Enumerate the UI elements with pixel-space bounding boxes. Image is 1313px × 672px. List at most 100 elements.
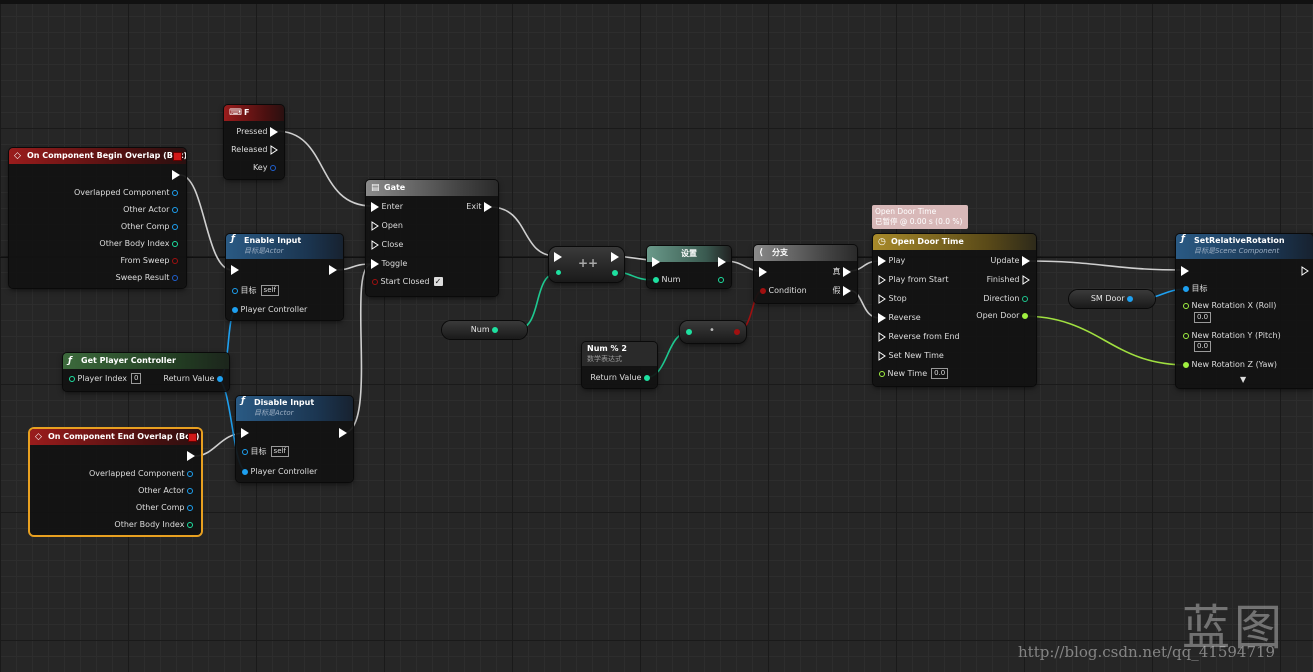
set-rotation-pitch-pin[interactable]: New Rotation Y (Pitch) — [1183, 330, 1281, 342]
gate-open-pin[interactable]: Open — [371, 220, 403, 232]
gate-close-pin[interactable]: Close — [371, 239, 403, 251]
timeline-reverse-from-end-pin[interactable]: Reverse from End — [878, 331, 960, 343]
gate-exit-pin[interactable]: Exit — [466, 201, 492, 213]
pitch-value-field[interactable]: 0.0 — [1194, 341, 1212, 353]
set-rotation-roll-pin[interactable]: New Rotation X (Roll) — [1183, 300, 1276, 312]
pin-other-body-index[interactable]: Other Body Index — [99, 238, 178, 250]
set-rotation-yaw-pin[interactable]: New Rotation Z (Yaw) — [1183, 359, 1277, 371]
gate-enter-pin[interactable]: Enter — [371, 201, 403, 213]
increment-exec-out[interactable] — [611, 251, 619, 263]
timeline-direction-pin[interactable]: Direction — [983, 293, 1028, 305]
set-relative-rotation-node[interactable]: ƒ SetRelativeRotation 目标是Scene Component… — [1176, 234, 1313, 388]
timeline-stop-pin[interactable]: Stop — [878, 293, 907, 305]
increment-symbol: ++ — [578, 256, 599, 270]
pin-overlapped-component[interactable]: Overlapped Component — [89, 468, 193, 480]
pin-released[interactable]: Released — [231, 144, 278, 156]
timeline-play-from-start-pin[interactable]: Play from Start — [878, 274, 948, 286]
exec-in-icon — [371, 201, 379, 212]
disable-input-player-controller[interactable]: Player Controller — [242, 466, 317, 478]
branch-exec-in[interactable] — [759, 266, 767, 278]
set-node[interactable]: 设置 Num — [647, 246, 731, 288]
start-closed-checkbox[interactable]: ✓ — [433, 277, 443, 286]
num-variable-node[interactable]: Num — [442, 321, 527, 339]
num-mod-node[interactable]: Num % 2 数学表达式 Return Value — [582, 342, 657, 388]
increment-node[interactable]: ++ — [549, 247, 624, 282]
delegate-pin-icon[interactable] — [188, 433, 197, 442]
pin-other-actor[interactable]: Other Actor — [123, 204, 178, 216]
timeline-reverse-pin[interactable]: Reverse — [878, 312, 921, 324]
set-rotation-exec-in[interactable] — [1181, 265, 1189, 277]
sm-door-variable-node[interactable]: SM Door — [1069, 290, 1155, 308]
disable-input-exec-in[interactable] — [241, 427, 249, 439]
branch-header: ⟨ 分支 — [754, 245, 857, 261]
disable-input-exec-out[interactable] — [339, 427, 347, 439]
timeline-finished-pin[interactable]: Finished — [987, 274, 1030, 286]
equal-bool-out[interactable] — [734, 326, 740, 338]
set-num-pin[interactable]: Num — [653, 274, 680, 286]
open-door-timeline-node[interactable]: ◷ Open Door Time Play Play from Start St… — [873, 234, 1036, 386]
set-exec-in[interactable] — [652, 256, 660, 268]
timeline-play-pin[interactable]: Play — [878, 255, 905, 267]
delegate-pin-icon[interactable] — [173, 152, 182, 161]
end-overlap-node[interactable]: ◇ On Component End Overlap (Box) Overlap… — [30, 429, 201, 535]
pin-from-sweep[interactable]: From Sweep — [121, 255, 178, 267]
object-pin-icon — [187, 487, 193, 494]
target-self-value[interactable]: self — [260, 285, 279, 296]
pin-other-body-index[interactable]: Other Body Index — [114, 519, 193, 531]
gate-toggle-pin[interactable]: Toggle — [371, 258, 407, 270]
object-pin-icon — [242, 448, 248, 455]
pin-other-comp[interactable]: Other Comp — [136, 502, 193, 514]
pin-key[interactable]: Key — [253, 162, 276, 174]
target-self-value[interactable]: self — [270, 446, 289, 457]
new-time-value[interactable]: 0.0 — [931, 368, 949, 379]
enable-input-exec-out[interactable] — [329, 264, 337, 276]
set-rotation-exec-out[interactable] — [1301, 265, 1309, 277]
equal-node[interactable]: • — [680, 321, 746, 343]
enable-input-player-controller[interactable]: Player Controller — [232, 304, 307, 316]
increment-int-in[interactable] — [556, 267, 561, 279]
float-pin-icon — [1022, 312, 1028, 319]
pin-other-actor[interactable]: Other Actor — [138, 485, 193, 497]
f-key-node[interactable]: ⌨ F Pressed Released Key — [224, 105, 284, 179]
pin-overlapped-component[interactable]: Overlapped Component — [74, 187, 178, 199]
object-pin-icon — [172, 206, 178, 213]
pin-pressed[interactable]: Pressed — [236, 126, 278, 138]
begin-overlap-exec-out[interactable] — [172, 169, 180, 181]
return-value-pin[interactable]: Return Value — [163, 373, 223, 385]
roll-value-field[interactable]: 0.0 — [1194, 312, 1212, 324]
object-pin-icon[interactable] — [1127, 295, 1134, 302]
timeline-set-new-time-pin[interactable]: Set New Time — [878, 350, 944, 362]
equal-int-in[interactable] — [686, 326, 692, 338]
set-num-out-pin[interactable] — [718, 274, 724, 286]
timeline-open-door-pin[interactable]: Open Door — [976, 310, 1028, 322]
expand-arrow-icon[interactable]: ▼ — [1240, 375, 1247, 384]
branch-true-pin[interactable]: 真 — [832, 266, 851, 278]
gate-start-closed-pin[interactable]: Start Closed✓ — [372, 276, 443, 288]
begin-overlap-node[interactable]: ◇ On Component Begin Overlap (Box) Overl… — [9, 148, 186, 288]
gate-node[interactable]: ▤ Gate Enter Exit Open Close Toggle Star… — [366, 180, 498, 296]
int-pin-icon[interactable] — [492, 326, 499, 333]
player-index-value[interactable]: 0 — [131, 373, 142, 384]
branch-false-pin[interactable]: 假 — [832, 285, 851, 297]
pin-other-comp[interactable]: Other Comp — [121, 221, 178, 233]
branch-condition-pin[interactable]: Condition — [760, 285, 807, 297]
set-rotation-target-pin[interactable]: 目标 — [1183, 283, 1208, 295]
num-mod-return-pin[interactable]: Return Value — [590, 372, 650, 384]
exec-out-icon — [270, 126, 278, 137]
increment-int-out[interactable] — [612, 267, 618, 279]
increment-exec-in[interactable] — [554, 251, 562, 263]
wire-exec-update-rotation — [1027, 260, 1185, 271]
branch-node[interactable]: ⟨ 分支 真 Condition 假 — [754, 245, 857, 303]
set-exec-out[interactable] — [718, 256, 726, 268]
enable-input-exec-in[interactable] — [231, 264, 239, 276]
end-overlap-exec-out[interactable] — [187, 450, 195, 462]
timeline-update-pin[interactable]: Update — [990, 255, 1030, 267]
pin-sweep-result[interactable]: Sweep Result — [116, 272, 178, 284]
